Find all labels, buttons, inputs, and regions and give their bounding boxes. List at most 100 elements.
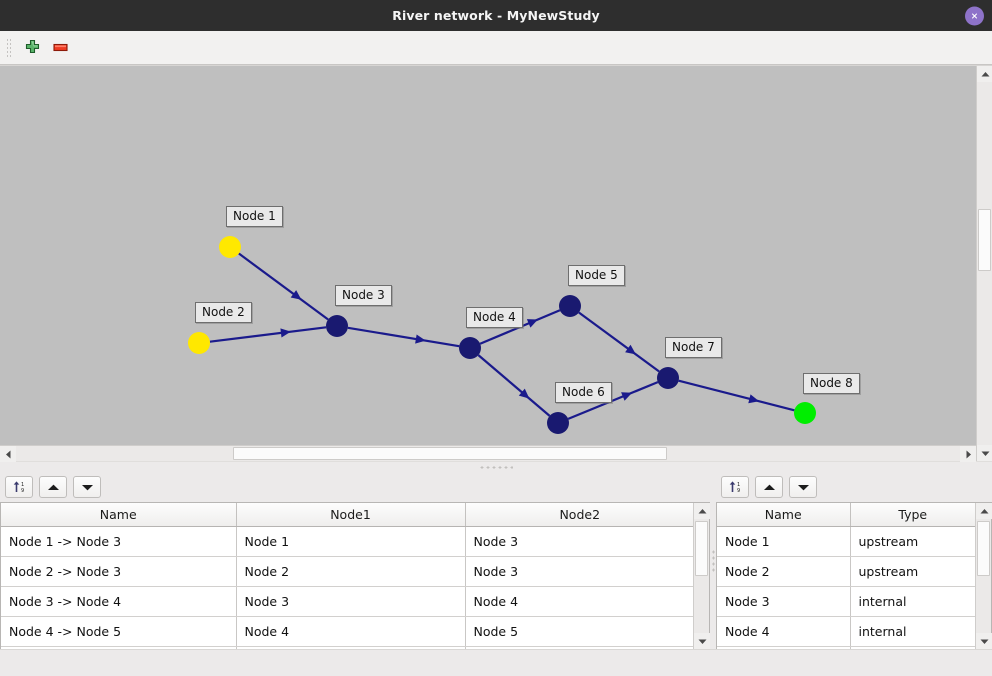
graph-node-node-7[interactable] (657, 367, 679, 389)
node-label-node-3[interactable]: Node 3 (335, 285, 392, 306)
graph-node-node-8[interactable] (794, 402, 816, 424)
close-icon[interactable] (965, 6, 984, 25)
scroll-up-icon[interactable] (694, 503, 710, 519)
network-edge[interactable] (347, 326, 460, 348)
network-edge[interactable] (477, 354, 551, 417)
table-cell[interactable]: Node 3 (236, 586, 466, 617)
move-up-button[interactable] (755, 476, 783, 498)
graph-node-node-5[interactable] (559, 295, 581, 317)
column-header-name[interactable]: Name (1, 503, 237, 527)
window-title: River network - MyNewStudy (392, 8, 600, 23)
column-header-node2[interactable]: Node2 (465, 503, 693, 527)
table-cell[interactable]: Node 3 (717, 586, 851, 617)
node-label-node-2[interactable]: Node 2 (195, 302, 252, 323)
reaches-vertical-scrollbar[interactable] (693, 503, 710, 649)
horizontal-splitter[interactable] (0, 461, 992, 472)
move-down-button[interactable] (789, 476, 817, 498)
network-edge[interactable] (678, 379, 795, 412)
reaches-vscroll-track[interactable] (694, 519, 709, 633)
scroll-right-icon[interactable] (960, 446, 976, 462)
scroll-left-icon[interactable] (0, 446, 16, 462)
scroll-down-icon[interactable] (976, 633, 992, 649)
network-graph-svg (188, 236, 816, 434)
table-cell[interactable] (465, 646, 693, 649)
nodes-vertical-scrollbar[interactable] (975, 503, 992, 649)
column-header-name[interactable]: Name (717, 503, 851, 527)
edge-arrow-icon (280, 328, 291, 338)
sort-ascending-icon[interactable]: 1 9 (721, 476, 749, 498)
table-cell[interactable]: Node 3 (465, 556, 693, 587)
graph-vscroll-thumb[interactable] (978, 209, 991, 271)
graph-vertical-scrollbar[interactable] (976, 66, 992, 461)
add-node-button[interactable] (18, 35, 46, 61)
table-cell[interactable]: internal (850, 586, 975, 617)
table-cell[interactable]: Node 1 (236, 526, 466, 557)
table-cell[interactable]: Node 4 (236, 616, 466, 647)
graph-horizontal-scrollbar[interactable] (0, 445, 976, 462)
reaches-panel: 1 9 (0, 472, 710, 649)
table-cell[interactable]: Node 2 (717, 556, 851, 587)
network-edge[interactable] (578, 311, 660, 373)
table-cell[interactable]: Node 3 -> Node 4 (1, 586, 237, 617)
network-canvas[interactable]: Node 1 Node 2 Node 3 Node 4 Node 5 Node 6 Node… (0, 66, 976, 445)
table-row-empty[interactable] (717, 646, 975, 649)
nodes-vscroll-thumb[interactable] (977, 521, 990, 576)
move-up-button[interactable] (39, 476, 67, 498)
table-cell[interactable] (717, 646, 851, 649)
graph-node-node-2[interactable] (188, 332, 210, 354)
node-label-node-7[interactable]: Node 7 (665, 337, 722, 358)
graph-vscroll-track[interactable] (977, 82, 992, 445)
table-cell[interactable]: Node 1 (717, 526, 851, 557)
network-edge[interactable] (209, 326, 327, 343)
table-cell[interactable]: Node 2 -> Node 3 (1, 556, 237, 587)
table-cell[interactable]: upstream (850, 526, 975, 557)
graph-hscroll-thumb[interactable] (233, 447, 668, 460)
table-cell[interactable] (236, 646, 466, 649)
scroll-up-icon[interactable] (976, 503, 992, 519)
vertical-splitter[interactable] (710, 472, 716, 649)
network-edge[interactable] (567, 381, 659, 420)
network-edge[interactable] (238, 252, 329, 321)
toolbar-drag-handle[interactable] (6, 37, 13, 58)
scroll-down-icon[interactable] (977, 445, 992, 461)
column-header-node1[interactable]: Node1 (236, 503, 466, 527)
nodes-vscroll-track[interactable] (976, 519, 991, 633)
column-header-type[interactable]: Type (850, 503, 975, 527)
graph-node-node-4[interactable] (459, 337, 481, 359)
table-cell[interactable]: Node 3 (465, 526, 693, 557)
node-label-node-1[interactable]: Node 1 (226, 206, 283, 227)
reaches-vscroll-thumb[interactable] (695, 521, 708, 576)
table-cell[interactable]: Node 4 (717, 616, 851, 647)
table-cell[interactable]: Node 4 -> Node 5 (1, 616, 237, 647)
scroll-down-icon[interactable] (694, 633, 710, 649)
table-cell[interactable]: Node 5 (465, 616, 693, 647)
graph-node-node-3[interactable] (326, 315, 348, 337)
table-cell[interactable]: Node 2 (236, 556, 466, 587)
table-cell[interactable]: internal (850, 616, 975, 647)
table-cell[interactable]: upstream (850, 556, 975, 587)
sort-ascending-icon[interactable]: 1 9 (5, 476, 33, 498)
table-cell[interactable] (1, 646, 237, 649)
node-label-node-6[interactable]: Node 6 (555, 382, 612, 403)
node-label-node-5[interactable]: Node 5 (568, 265, 625, 286)
table-row-empty[interactable] (1, 646, 693, 649)
graph-hscroll-track[interactable] (16, 446, 960, 461)
scroll-up-icon[interactable] (977, 66, 992, 82)
table-cell[interactable]: Node 1 -> Node 3 (1, 526, 237, 557)
graph-node-node-1[interactable] (219, 236, 241, 258)
remove-node-button[interactable] (46, 35, 74, 61)
move-down-button[interactable] (73, 476, 101, 498)
table-cell[interactable]: Node 4 (465, 586, 693, 617)
node-label-node-4[interactable]: Node 4 (466, 307, 523, 328)
node-label-node-8[interactable]: Node 8 (803, 373, 860, 394)
graph-node-node-6[interactable] (547, 412, 569, 434)
table-cell[interactable] (850, 646, 975, 649)
